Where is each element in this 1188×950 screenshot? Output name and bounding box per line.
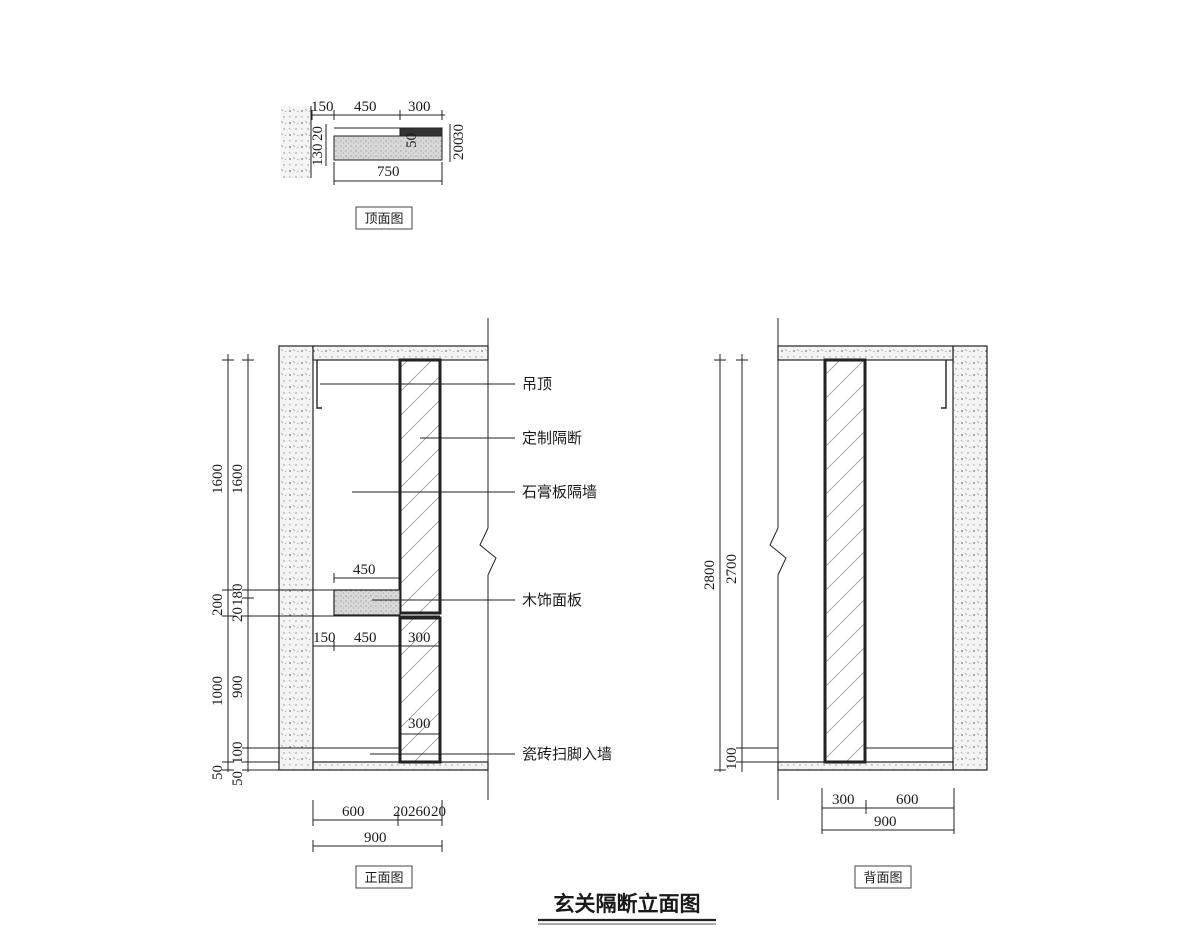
front-dim-100: 100: [230, 742, 246, 765]
back-dim-2800: 2800: [702, 560, 718, 590]
top-view-caption: 顶面图: [364, 212, 403, 227]
front-view: 吊顶 定制隔断 石膏板隔墙 木饰面板 瓷砖扫脚入墙 450 150 450 30…: [210, 318, 612, 889]
back-partition: [823, 358, 867, 764]
top-dim-200: 200: [451, 138, 467, 161]
top-dim-300: 300: [408, 99, 431, 115]
front-view-caption: 正面图: [364, 871, 403, 886]
top-dim-150: 150: [311, 99, 334, 115]
top-dim-750: 750: [377, 164, 400, 180]
front-dim-20: 20: [230, 607, 246, 622]
back-dim-100: 100: [724, 748, 740, 771]
front-dim-450-shelf: 450: [353, 562, 376, 578]
back-view-caption: 背面图: [863, 871, 902, 886]
back-right-wall: [952, 345, 988, 771]
label-wood-panel: 木饰面板: [522, 591, 582, 609]
front-dim-20b: 20: [431, 804, 446, 820]
label-gypsum-wall: 石膏板隔墙: [522, 483, 597, 501]
top-view-shelf: [333, 135, 443, 161]
top-dim-20: 20: [310, 126, 326, 141]
front-wood-shelf: [333, 589, 401, 616]
front-partition-lower: [398, 616, 442, 764]
front-dim-300-low: 300: [408, 716, 431, 732]
front-dim-600: 600: [342, 804, 365, 820]
front-ceiling-slab: [312, 345, 489, 361]
back-view: 2800 2700 100 300 600 900 背面图: [702, 318, 988, 889]
front-dim-1600-inner: 1600: [230, 464, 246, 494]
top-dim-450: 450: [354, 99, 377, 115]
front-dim-180: 180: [230, 584, 246, 607]
top-dim-130: 130: [310, 144, 326, 167]
front-dim-900: 900: [230, 676, 246, 699]
front-partition-upper: [398, 358, 442, 615]
label-ceiling: 吊顶: [522, 375, 552, 393]
label-skirting: 瓷砖扫脚入墙: [522, 745, 612, 763]
top-dim-50: 50: [404, 133, 420, 148]
front-dim-50-inner: 50: [230, 771, 246, 786]
back-dim-600: 600: [896, 792, 919, 808]
top-view: 150 450 300 750 130 20 50 200 30 顶面图: [281, 99, 467, 230]
front-left-wall: [278, 345, 314, 771]
front-dim-150: 150: [313, 630, 336, 646]
front-dim-20a: 20: [393, 804, 408, 820]
back-dim-900: 900: [874, 814, 897, 830]
front-dim-300-mid: 300: [408, 630, 431, 646]
front-dim-450: 450: [354, 630, 377, 646]
front-dim-1600-outer: 1600: [210, 464, 226, 494]
top-view-partition: [399, 127, 443, 137]
front-dim-900-width: 900: [364, 830, 387, 846]
back-dim-2700: 2700: [724, 554, 740, 584]
top-dim-30: 30: [451, 124, 467, 139]
back-ceiling-slab: [777, 345, 954, 361]
drawing-title: 玄关隔断立面图: [554, 892, 701, 916]
top-view-wall: [281, 106, 311, 178]
back-dim-300: 300: [832, 792, 855, 808]
front-dim-260: 260: [408, 804, 431, 820]
label-partition: 定制隔断: [522, 429, 582, 447]
front-dim-200: 200: [210, 594, 226, 617]
front-dim-50-outer: 50: [210, 765, 226, 780]
front-dim-1000: 1000: [210, 676, 226, 706]
